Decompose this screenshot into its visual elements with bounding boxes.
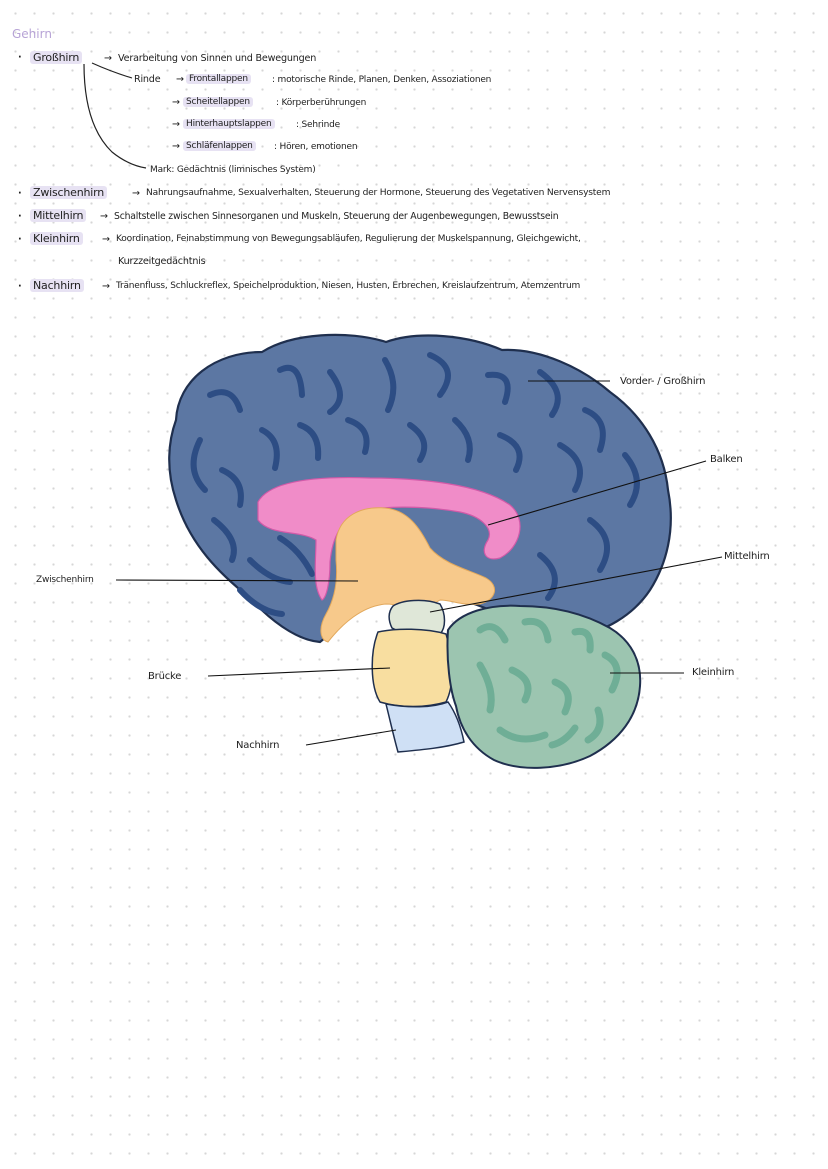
- cerebrum-grooves: [190, 352, 640, 617]
- label-mittelhirn: Mittelhirn: [724, 551, 770, 562]
- note-lobe-name: Hinterhauptslappen: [183, 119, 275, 129]
- label-balken: Balken: [710, 454, 743, 465]
- note-lobe-name: Scheitellappen: [183, 97, 253, 107]
- note-term: Mittelhirn: [30, 209, 87, 222]
- bullet: ·: [18, 52, 22, 63]
- note-arrow: →: [172, 119, 180, 130]
- note-lobe-desc: : motorische Rinde, Planen, Denken, Asso…: [272, 75, 492, 85]
- label-nachhirn: Nachhirn: [236, 740, 280, 751]
- note-lobe-name: Frontallappen: [186, 74, 251, 84]
- note-arrow: →: [104, 53, 112, 64]
- note-lobe-desc: : Körperberührungen: [276, 98, 367, 108]
- note-lobe-desc: : Hören, emotionen: [274, 142, 358, 152]
- note-arrow: →: [100, 211, 108, 222]
- note-arrow: →: [176, 74, 184, 85]
- note-arrow: →: [102, 281, 110, 292]
- note-desc: Koordination, Feinabstimmung von Bewegun…: [116, 234, 581, 244]
- note-term: Zwischenhirn: [30, 186, 108, 199]
- leader-lines: [115, 380, 723, 746]
- note-grosshirn-term: Großhirn: [30, 51, 83, 64]
- corpus-callosum: [257, 476, 521, 601]
- label-zwischenhirn: Zwischenhirn: [36, 575, 94, 585]
- note-desc-2: Kurzzeitgedächtnis: [118, 256, 206, 267]
- cerebellum-grooves: [476, 617, 621, 749]
- note-grosshirn-desc: Verarbeitung von Sinnen und Bewegungen: [118, 53, 317, 64]
- note-lobe-desc: : Sehrinde: [296, 120, 341, 130]
- note-desc: Schaltstelle zwischen Sinnesorganen und …: [114, 211, 559, 222]
- note-lobe-name: Schläfenlappen: [183, 141, 256, 151]
- note-arrow: →: [172, 141, 180, 152]
- note-desc: Nahrungsaufnahme, Sexualverhalten, Steue…: [146, 188, 611, 198]
- label-kleinhirn: Kleinhirn: [692, 667, 735, 678]
- note-arrow: →: [132, 188, 140, 199]
- note-arrow: →: [172, 97, 180, 108]
- note-rinde-label: Rinde: [134, 74, 161, 85]
- note-term: Kleinhirn: [30, 232, 83, 245]
- bullet: ·: [18, 211, 22, 222]
- page-title: Gehirn: [12, 27, 52, 41]
- note-arrow: →: [102, 234, 110, 245]
- bullet: ·: [18, 234, 22, 245]
- label-bruecke: Brücke: [148, 671, 182, 682]
- diencephalon: [320, 507, 495, 643]
- note-mark: Mark: Gedächtnis (limnisches System): [150, 165, 316, 175]
- bullet: ·: [18, 281, 22, 292]
- bullet: ·: [18, 188, 22, 199]
- note-desc: Tränenfluss, Schluckreflex, Speichelprod…: [116, 281, 581, 291]
- label-vorderhirn: Vorder- / Großhirn: [620, 376, 706, 387]
- medulla: [384, 701, 465, 753]
- note-term: Nachhirn: [30, 279, 84, 292]
